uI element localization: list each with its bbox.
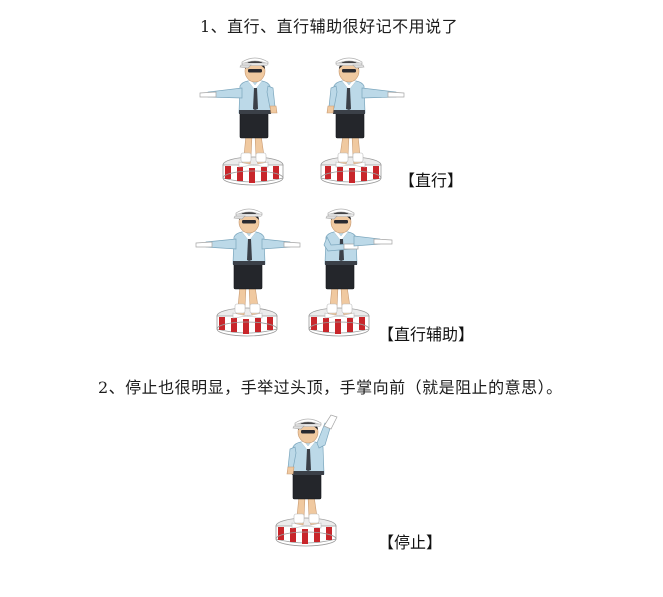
shirt <box>238 79 272 114</box>
raised-palm <box>323 414 338 430</box>
shirt <box>232 230 266 265</box>
figure-straight-left-arm <box>198 52 308 187</box>
skirt <box>335 111 365 139</box>
legs <box>335 134 366 168</box>
police-cap <box>294 418 322 426</box>
police-cap <box>235 208 263 216</box>
figure-assist-both-arms <box>192 203 302 338</box>
caption-straight-assist: 【直行辅助】 <box>378 325 475 344</box>
sunglasses <box>248 69 262 73</box>
legs <box>291 495 322 529</box>
caption-straight: 【直行】 <box>399 171 464 190</box>
figure-straight-right-arm <box>296 52 406 187</box>
head <box>292 418 322 444</box>
section-heading-1: 1、直行、直行辅助很好记不用说了 <box>200 17 459 36</box>
arm-extended-right <box>261 238 301 250</box>
podium <box>216 307 278 337</box>
legs <box>232 285 263 319</box>
arm-extended-right <box>353 235 393 247</box>
legs <box>238 134 269 168</box>
caption-stop: 【停止】 <box>378 533 443 552</box>
podium <box>275 517 337 547</box>
police-cap <box>241 57 269 65</box>
sunglasses <box>342 69 356 73</box>
police-cap <box>335 57 363 65</box>
skirt <box>239 111 269 139</box>
sunglasses <box>242 220 256 224</box>
skirt <box>292 472 322 500</box>
sunglasses <box>301 430 315 434</box>
podium <box>308 307 370 337</box>
tie <box>253 88 258 110</box>
podium <box>320 156 382 186</box>
police-cap <box>327 208 355 216</box>
arm-extended <box>361 87 405 99</box>
head <box>325 208 355 234</box>
figure-stop-raised-arm <box>251 413 361 548</box>
skirt <box>233 262 263 290</box>
head <box>233 208 263 234</box>
section-heading-2: 2、停止也很明显，手举过头顶，手掌向前（就是阻止的意思）。 <box>98 378 563 397</box>
shirt <box>291 440 325 475</box>
figure-assist-bent-arm <box>284 203 394 338</box>
arm-raised-above-head <box>316 414 338 449</box>
skirt <box>325 262 355 290</box>
tie <box>346 88 351 110</box>
arm-extended-left <box>199 87 243 99</box>
head <box>239 57 269 83</box>
tie <box>247 239 252 261</box>
sunglasses <box>334 220 348 224</box>
arm-extended-left <box>195 238 237 250</box>
tie <box>306 449 311 471</box>
shirt <box>332 79 366 114</box>
podium <box>222 156 284 186</box>
head <box>335 57 365 83</box>
